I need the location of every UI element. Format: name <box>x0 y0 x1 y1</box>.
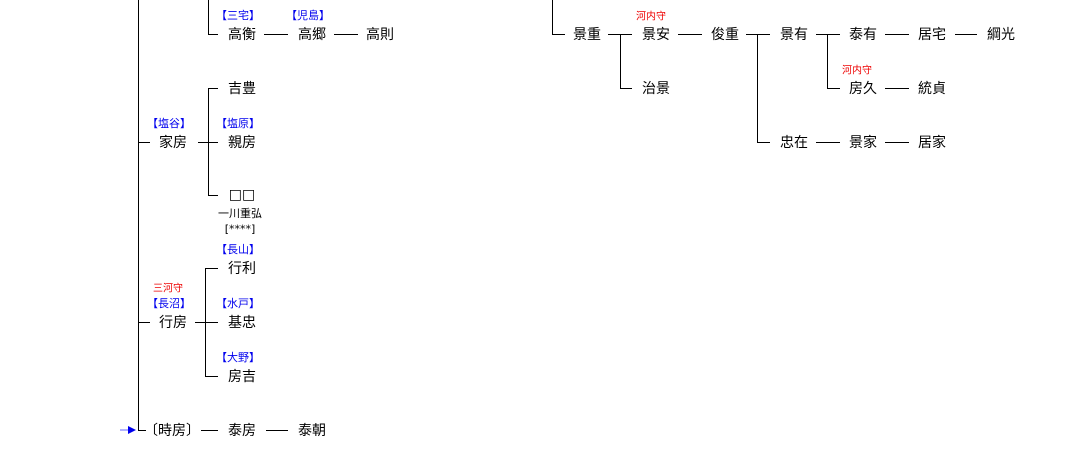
person-node[interactable]: 居宅 <box>918 27 946 43</box>
connector <box>827 34 828 89</box>
person-node[interactable]: 行利 <box>228 261 256 277</box>
house-label: 【塩谷】 <box>147 117 191 130</box>
person-node[interactable]: 親房 <box>228 135 256 151</box>
person-node[interactable]: 景重 <box>573 27 601 43</box>
person-node[interactable]: 統貞 <box>918 81 946 97</box>
house-label: 【大野】 <box>216 351 260 364</box>
connector <box>816 142 840 143</box>
connector <box>757 142 770 143</box>
connector <box>205 376 218 377</box>
person-node[interactable]: 高衡 <box>228 27 256 43</box>
person-node[interactable]: 景家 <box>849 135 877 151</box>
person-node[interactable]: 泰房 <box>228 423 256 439</box>
connector <box>746 34 770 35</box>
connector <box>208 0 209 35</box>
person-node[interactable]: □□ <box>228 187 256 203</box>
person-node[interactable]: 高則 <box>366 27 394 43</box>
person-node[interactable]: 行房 <box>159 315 187 331</box>
title-label: 河内守 <box>842 65 872 77</box>
connector <box>205 268 206 377</box>
connector <box>757 34 758 143</box>
connector <box>138 322 150 323</box>
person-node[interactable]: 泰有 <box>849 27 877 43</box>
connector <box>208 88 209 196</box>
connector <box>195 322 218 323</box>
connector <box>138 430 146 431</box>
person-node[interactable]: 泰朝 <box>298 423 326 439</box>
house-label: 【長山】 <box>216 243 260 256</box>
connector <box>552 34 565 35</box>
person-node[interactable]: 〔時房〕 <box>144 423 200 439</box>
connector <box>816 34 840 35</box>
person-node[interactable]: 高郷 <box>298 27 326 43</box>
house-label: 【長沼】 <box>147 297 191 310</box>
connector <box>208 195 218 196</box>
person-note: [****] <box>224 222 256 236</box>
person-note: 一川重弘 <box>218 207 262 220</box>
connector <box>955 34 977 35</box>
connector <box>885 88 909 89</box>
connector <box>201 430 218 431</box>
person-node[interactable]: 房吉 <box>228 369 256 385</box>
connector <box>885 34 909 35</box>
person-node[interactable]: 居家 <box>918 135 946 151</box>
person-node[interactable]: 景安 <box>642 27 670 43</box>
person-node[interactable]: 俊重 <box>711 27 739 43</box>
connector <box>264 34 288 35</box>
house-label: 【塩原】 <box>216 117 260 130</box>
connector <box>205 268 218 269</box>
person-node[interactable]: 房久 <box>849 81 877 97</box>
arrow-right-icon[interactable] <box>120 425 138 435</box>
connector <box>334 34 358 35</box>
person-node[interactable]: 治景 <box>642 81 670 97</box>
connector <box>827 88 840 89</box>
person-node[interactable]: 家房 <box>159 135 187 151</box>
person-node[interactable]: 基忠 <box>228 315 256 331</box>
main-trunk-line <box>138 0 139 431</box>
connector <box>208 34 218 35</box>
connector <box>885 142 909 143</box>
connector <box>620 34 621 89</box>
person-node[interactable]: 吉豊 <box>228 81 256 97</box>
person-node[interactable]: 景有 <box>780 27 808 43</box>
title-label: 三河守 <box>153 283 183 295</box>
person-node[interactable]: 綱光 <box>987 27 1015 43</box>
house-label: 【児島】 <box>286 9 330 22</box>
connector <box>208 88 218 89</box>
connector <box>620 88 632 89</box>
connector <box>552 0 553 35</box>
connector <box>678 34 702 35</box>
title-label: 河内守 <box>636 11 666 23</box>
house-label: 【水戸】 <box>216 297 260 310</box>
connector <box>266 430 288 431</box>
connector <box>138 142 150 143</box>
person-node[interactable]: 忠在 <box>780 135 808 151</box>
house-label: 【三宅】 <box>216 9 260 22</box>
